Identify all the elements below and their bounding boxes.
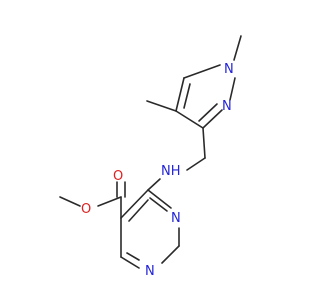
molecule-svg: N N NH N N O O — [59, 35, 242, 279]
bond-n1-n2 — [229, 77, 236, 101]
bond-c4-c5 — [175, 77, 185, 112]
methyl-ester-group — [59, 181, 126, 219]
bond-c2-n1 — [161, 245, 180, 264]
bond-carbonyl-c-oester — [97, 196, 122, 207]
atom-n-pyrimidine-2: N — [145, 264, 155, 279]
atom-n-pyrazole-2: N — [222, 99, 232, 114]
atom-o-carbonyl: O — [113, 169, 123, 184]
bond-c4-methyl — [146, 100, 177, 112]
bond-c3-c4 — [175, 110, 204, 129]
bond-c5-c4-double — [128, 199, 149, 222]
pyrazole-ring — [146, 35, 242, 129]
bond-c5-c4 — [120, 189, 149, 219]
bond-c4-n3 — [147, 189, 172, 209]
atom-nh: NH — [161, 164, 181, 179]
bond-n1-c6 — [120, 256, 140, 269]
bond-oester-methyl — [59, 196, 81, 207]
pyrimidine-ring — [120, 189, 180, 269]
bond-n1-methyl — [233, 35, 242, 61]
bond-c5-n1 — [183, 64, 221, 79]
bond-n2-c3 — [202, 109, 223, 129]
bond-nh-c4 — [147, 178, 161, 191]
molecule-structure-diagram: N N NH N N O O — [59, 35, 242, 279]
atom-n-pyrimidine-1: N — [171, 211, 181, 226]
bond-ch2-nh — [186, 157, 206, 171]
bond-c4-c5-double — [183, 83, 191, 109]
bond-n1-c6-double — [126, 252, 140, 261]
methylene-linker — [186, 127, 206, 171]
bond-c4-n3-double — [149, 197, 168, 212]
bond-n2-c3-double — [198, 103, 218, 122]
atom-o-ester: O — [81, 202, 91, 217]
bond-c3-ch2 — [202, 127, 206, 159]
atom-n-pyrazole-1: N — [224, 62, 234, 77]
